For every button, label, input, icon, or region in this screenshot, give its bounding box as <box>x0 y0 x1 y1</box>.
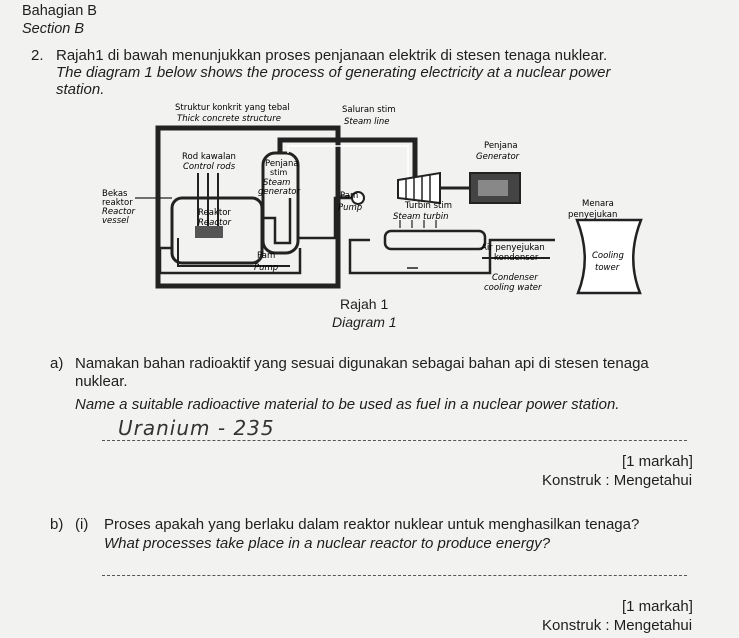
question-text-english-line2: station. <box>56 81 105 98</box>
label-vessel-ms: Bekas <box>102 189 128 199</box>
steam-turbine <box>397 171 441 205</box>
reactor-core <box>195 226 223 238</box>
label-condwater-en2: cooling water <box>484 283 542 293</box>
concrete-structure <box>155 125 341 289</box>
question-text-english-line1: The diagram 1 below shows the process of… <box>56 64 611 81</box>
part-a-construct: Konstruk : Mengetahui <box>542 472 693 489</box>
part-b-marks: [1 markah] <box>622 598 693 615</box>
part-a-label: a) <box>50 355 64 372</box>
part-a-handwritten-answer: Uranium - 235 <box>118 416 275 440</box>
label-tower-en2: tower <box>595 263 620 273</box>
label-vessel-en: Reactor <box>102 207 136 217</box>
part-b-sub-label: (i) <box>75 516 89 533</box>
label-steamgen-ms2: stim <box>270 168 288 177</box>
cooling-tower <box>575 218 643 295</box>
part-b-construct: Konstruk : Mengetahui <box>542 617 693 634</box>
part-b-label: b) <box>50 516 64 533</box>
label-tower-ms2: penyejukan <box>568 210 617 220</box>
part-b-question-english: What processes take place in a nuclear r… <box>104 535 551 552</box>
label-generator-en: Generator <box>476 152 520 162</box>
label-reactor-ms: Reaktor <box>198 208 231 218</box>
diagram-caption-english: Diagram 1 <box>332 314 397 330</box>
label-tower-ms: Menara <box>582 199 614 209</box>
label-steamgen-en: Steam <box>263 178 290 188</box>
label-pump-en: Pump <box>254 263 278 273</box>
section-title-english: Section B <box>22 21 85 37</box>
answer-line-a <box>102 440 687 441</box>
pump-circle <box>351 191 365 205</box>
part-b-question-malay: Proses apakah yang berlaku dalam reaktor… <box>104 516 640 533</box>
answer-line-b <box>102 575 687 576</box>
part-a-question-malay-line1: Namakan bahan radioaktif yang sesuai dig… <box>75 355 649 372</box>
label-steamline-en: Steam line <box>344 117 390 127</box>
label-structure-en: Thick concrete structure <box>177 114 281 124</box>
label-steamgen-ms: Penjana <box>265 159 299 169</box>
label-generator-ms: Penjana <box>484 141 518 151</box>
label-condwater-ms: Air penyejukan <box>481 243 545 253</box>
label-turbine-ms: Turbin stim <box>404 201 452 211</box>
label-steamline-ms: Saluran stim <box>342 105 396 115</box>
label-turbine-en: Steam turbin <box>393 212 449 222</box>
label-tower-en: Cooling <box>592 251 624 261</box>
diagram-caption-malay: Rajah 1 <box>340 296 389 312</box>
label-vessel-ms2: reaktor <box>102 198 133 208</box>
label-steamgen-en2: generator <box>258 187 300 197</box>
part-a-question-malay-line2: nuklear. <box>75 373 128 390</box>
part-a-marks: [1 markah] <box>622 453 693 470</box>
question-number: 2. <box>31 47 44 64</box>
label-condwater-en: Condenser <box>492 273 538 283</box>
label-reactor-en: Reactor <box>198 218 232 228</box>
label-structure-ms: Struktur konkrit yang tebal <box>175 103 290 113</box>
label-condwater-ms2: kondenser <box>494 253 539 263</box>
nuclear-power-station-diagram: Struktur konkrit yang tebal Thick concre… <box>102 103 643 295</box>
condenser <box>383 229 487 251</box>
question-text-malay: Rajah1 di bawah menunjukkan proses penja… <box>56 47 608 64</box>
section-title-malay: Bahagian B <box>22 3 97 19</box>
label-control-ms: Rod kawalan <box>182 152 236 162</box>
part-a-question-english: Name a suitable radioactive material to … <box>75 396 620 413</box>
label-control-en: Control rods <box>183 162 236 172</box>
label-pump-ms: Pam <box>257 251 275 261</box>
label-pump2-ms: Pam <box>340 191 358 201</box>
label-pump2-en: Pump <box>338 203 362 213</box>
label-vessel-en2: vessel <box>102 216 129 226</box>
